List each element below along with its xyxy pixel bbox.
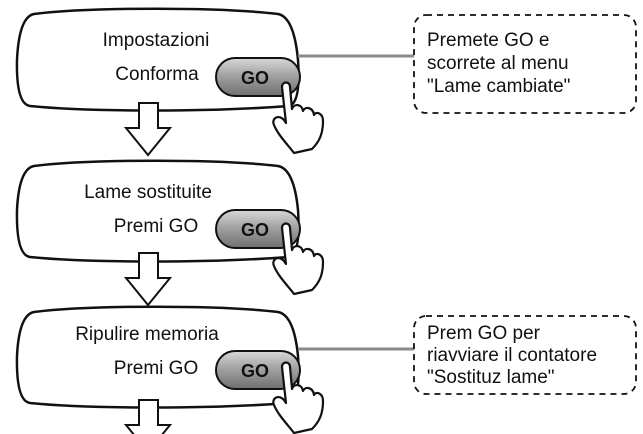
step-1-title: Impostazioni [103, 30, 210, 51]
go-button-2-label: GO [241, 220, 269, 240]
callout-2: Prem GO per riavviare il contatore "Sost… [413, 315, 637, 395]
arrow-down-icon [123, 102, 173, 157]
go-button-3-label: GO [241, 361, 269, 381]
callout-1-line-1: Premete GO e [427, 30, 550, 51]
step-2-action: Premi GO [114, 216, 198, 237]
step-1: Impostazioni Conforma GO [15, 7, 414, 155]
step-1-action: Conforma [115, 64, 199, 85]
pointing-hand-icon [272, 361, 325, 434]
callout-2-line-3: "Sostituz lame" [427, 367, 555, 388]
callout-1: Premete GO e scorrete al menu "Lame camb… [413, 14, 637, 114]
pointing-hand-icon [272, 222, 325, 296]
callout-1-line-2: scorrete al menu [427, 53, 569, 74]
pointing-hand-icon [272, 81, 325, 155]
go-button-3[interactable]: GO [215, 350, 301, 390]
step-3-action: Premi GO [114, 358, 198, 379]
arrow-down-icon [123, 252, 173, 307]
go-button-1-label: GO [241, 68, 269, 88]
step-3: Ripulire memoria Premi GO GO [15, 305, 414, 434]
arrow-down-icon [123, 399, 173, 434]
callout-1-line-3: "Lame cambiate" [427, 76, 570, 97]
go-button-1[interactable]: GO [215, 57, 301, 97]
step-2: Lame sostituite Premi GO GO [15, 159, 325, 296]
go-button-2[interactable]: GO [215, 209, 301, 249]
step-2-title: Lame sostituite [84, 182, 212, 203]
callout-2-line-1: Prem GO per [427, 323, 541, 344]
step-3-title: Ripulire memoria [75, 324, 219, 345]
callout-2-line-2: riavviare il contatore [427, 345, 597, 366]
